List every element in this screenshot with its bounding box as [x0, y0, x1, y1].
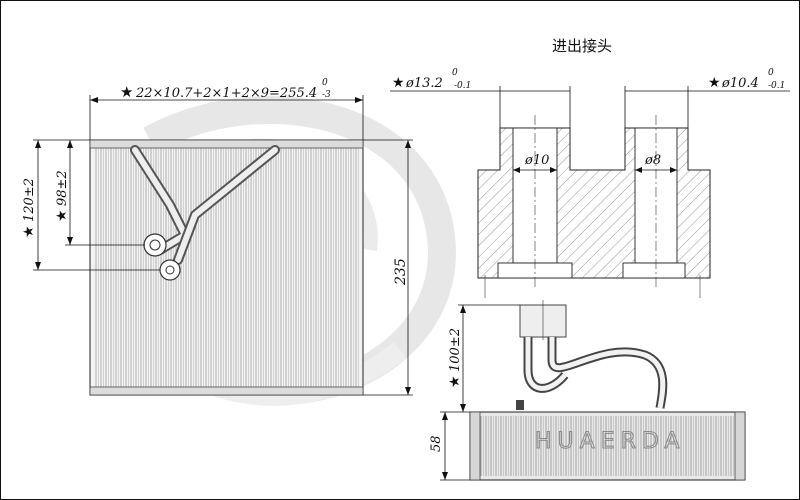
d-outer-right-tol-lower: -0.1	[768, 81, 785, 91]
outer-diameter-dims	[390, 86, 790, 128]
star-icon: ★	[54, 209, 70, 222]
h98-label: 98±2	[55, 170, 70, 206]
d-inner-left-label: ø10	[524, 153, 549, 168]
width-tol-lower: -3	[322, 90, 331, 100]
d-outer-left-tol-upper: 0	[452, 68, 458, 78]
star-icon: ★	[120, 83, 133, 101]
inner-diameter-dims	[513, 167, 677, 173]
evaporator-front-view	[89, 139, 364, 396]
depth-dimension	[440, 411, 470, 481]
h120-dimension	[33, 139, 160, 271]
h98-dimension	[65, 140, 145, 246]
watermark-text: HUAERDA	[535, 429, 686, 454]
height-label: 235	[393, 258, 409, 286]
d-outer-right-tol-upper: 0	[768, 68, 774, 78]
d-inner-right-label: ø8	[644, 153, 661, 168]
h100-dimension	[458, 304, 520, 412]
height-dimension	[363, 139, 413, 396]
fitting-section-view	[477, 115, 711, 298]
star-icon: ★	[447, 375, 463, 388]
width-label: 22×10.7+2×1+2×9=255.4	[135, 86, 317, 101]
evaporator-side-view	[469, 300, 746, 481]
h120-label: 120±2	[22, 178, 37, 222]
depth-label: 58	[429, 435, 444, 452]
star-icon: ★	[392, 75, 405, 91]
star-icon: ★	[708, 75, 721, 91]
width-dimension	[89, 95, 364, 140]
width-tol-upper: 0	[322, 78, 328, 88]
star-icon: ★	[21, 225, 37, 238]
d-outer-left-label: ø13.2	[405, 76, 443, 91]
h100-label: 100±2	[448, 328, 463, 372]
d-outer-left-tol-lower: -0.1	[454, 81, 471, 91]
d-outer-right-label: ø10.4	[721, 76, 759, 91]
fitting-title: 进出接头	[552, 37, 612, 55]
